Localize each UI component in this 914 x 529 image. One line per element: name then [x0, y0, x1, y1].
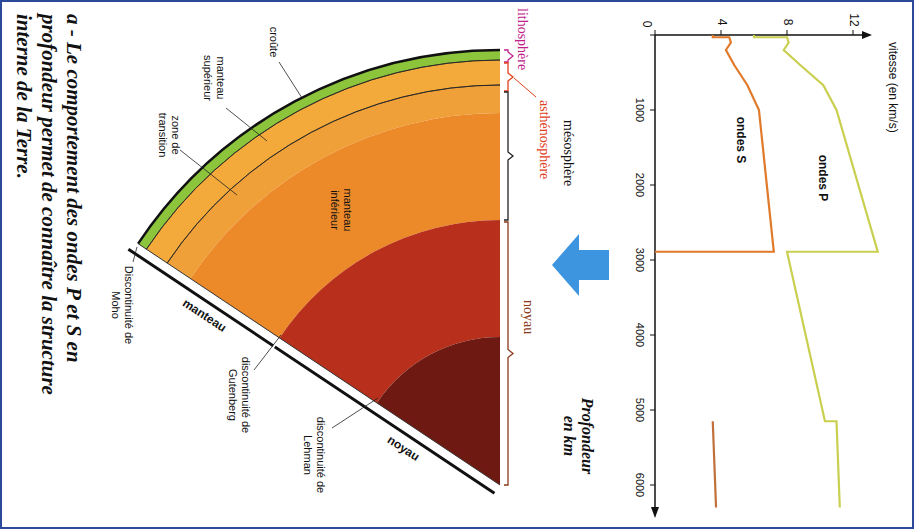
bar-label: noyau [385, 434, 422, 465]
leader-line [133, 247, 137, 262]
layer-name: mésosphère [560, 120, 576, 186]
surface-line [138, 50, 500, 244]
axis-arrow [862, 31, 872, 39]
layer-name: lithosphère [514, 8, 530, 70]
axis-title: vitesse (en km/s) [885, 42, 899, 133]
bracket [504, 92, 513, 220]
part-label: zone de transition [156, 106, 181, 164]
axis-number: 12 [846, 13, 860, 26]
tick [650, 485, 655, 486]
tick [650, 260, 655, 261]
depth-axis [654, 35, 656, 508]
layer-name: noyau [520, 300, 536, 334]
p-wave-curve [754, 35, 878, 508]
inner-core [377, 337, 500, 485]
bracket [504, 63, 513, 91]
leader-line [226, 108, 267, 141]
axis-number: 8 [780, 19, 794, 26]
tick [787, 30, 788, 35]
axis-number: 1000 [634, 98, 647, 122]
curve-label: ondes S [733, 117, 747, 164]
blue-arrow [552, 234, 609, 296]
leader-line [279, 62, 302, 98]
bar-label: manteau [179, 297, 228, 336]
tick [853, 30, 854, 35]
caption: a - Le comportement des ondes P et S en … [12, 14, 86, 454]
velocity-chart [650, 30, 878, 518]
part-label: discontinuité de Gutenberg [226, 346, 251, 444]
velocity-axis [655, 34, 864, 36]
tick [650, 185, 655, 186]
part-label: discontinuité de Lehman [301, 406, 326, 504]
s-wave-curve [655, 35, 774, 252]
axis-number: 6000 [634, 473, 647, 497]
axis-number: 4 [714, 19, 728, 26]
layer-name: asthénosphère [536, 100, 552, 179]
curve-label: ondes P [815, 155, 829, 202]
axis-number: 5000 [634, 398, 647, 422]
axis-number: 0 [639, 21, 653, 28]
part-label: Discontinuité de Moho [109, 265, 134, 345]
tick [650, 335, 655, 336]
part-label: manteau inférieur [328, 181, 353, 239]
part-label: croûte [268, 27, 281, 58]
axis-title: Profondeur en km [560, 389, 597, 483]
axis-number: 4000 [634, 323, 647, 347]
tick [650, 35, 655, 36]
part-label: manteau supérieur [201, 48, 226, 108]
leader-line [254, 335, 281, 370]
tick [655, 30, 656, 35]
tick [650, 110, 655, 111]
tick [721, 30, 722, 35]
axis-number: 3000 [634, 248, 647, 272]
axis-number: 2000 [634, 173, 647, 197]
s-wave-curve [713, 421, 716, 507]
tick [650, 410, 655, 411]
bracket [504, 50, 513, 62]
leader-line [332, 398, 378, 428]
leader-line [180, 150, 237, 195]
leader-line [514, 78, 536, 97]
bracket [504, 222, 513, 485]
boundary-line [167, 85, 500, 263]
axis-arrow [651, 507, 659, 518]
